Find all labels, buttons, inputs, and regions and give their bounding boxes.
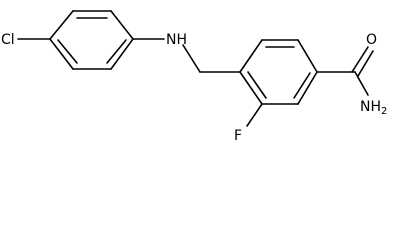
- benzamide-ring: [239, 39, 318, 105]
- carbonyl-double-bond: [357, 50, 374, 77]
- bond-c-f: [246, 103, 263, 127]
- bond: [110, 10, 134, 40]
- chlorophenyl-ring: [49, 10, 134, 70]
- bond: [49, 10, 74, 40]
- bond: [110, 38, 134, 70]
- atom-fluorine: F: [234, 128, 242, 144]
- bond: [239, 71, 263, 105]
- double-bond-inner: [57, 39, 78, 64]
- bond-n-ch2: [182, 44, 201, 73]
- double-bond-inner: [106, 39, 127, 64]
- bond: [297, 39, 318, 73]
- atom-amide-nitrogen: NH2: [360, 99, 387, 117]
- chemical-structure: Cl NH F O NH2: [1, 10, 387, 144]
- atom-chlorine: Cl: [1, 32, 15, 48]
- double-bond-inner: [293, 72, 311, 99]
- bond-carbonyl-n: [354, 71, 369, 96]
- atom-carbonyl-oxygen: O: [366, 32, 377, 48]
- amide-nh-text: NH: [360, 99, 381, 115]
- double-bond-inner: [247, 71, 267, 99]
- bond: [49, 38, 74, 70]
- bond: [239, 39, 263, 73]
- atom-amine-nitrogen: NH: [166, 32, 187, 48]
- amide-subscript: 2: [381, 106, 387, 117]
- bond: [297, 71, 318, 105]
- carbonyl-double-bond: [351, 46, 369, 73]
